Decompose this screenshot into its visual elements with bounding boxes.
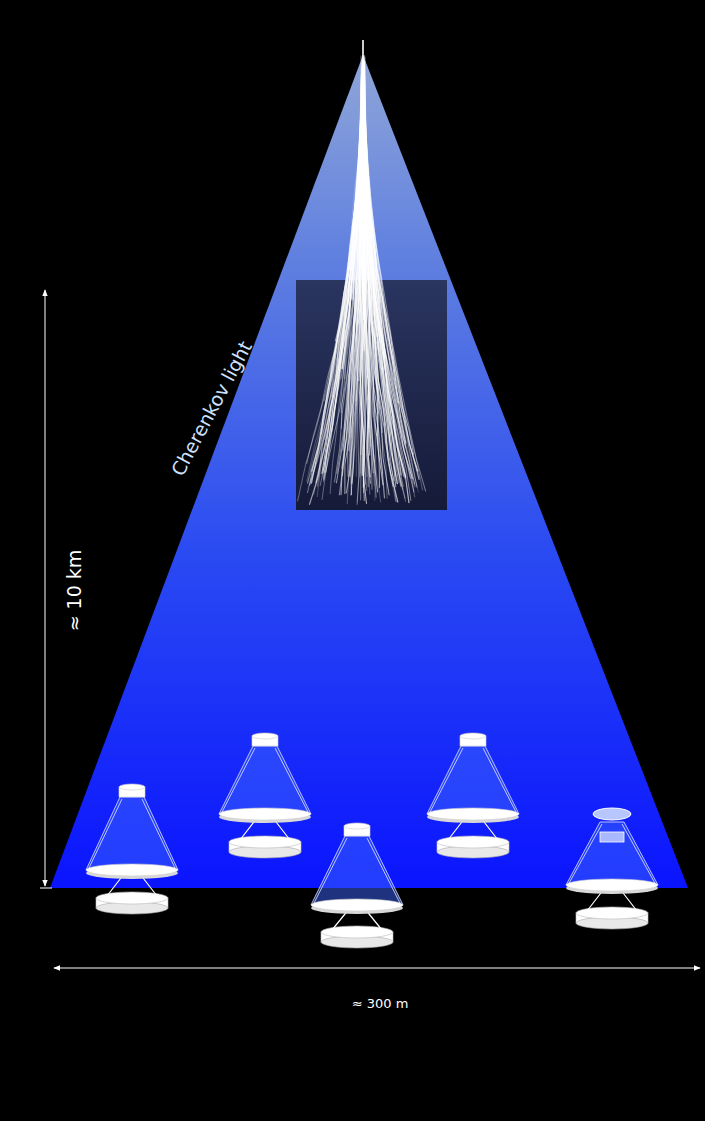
telescope <box>311 823 403 948</box>
camera <box>600 832 624 842</box>
light-cone <box>219 746 311 814</box>
particle-track <box>363 104 412 479</box>
mount-base <box>321 926 393 938</box>
particle-track <box>324 90 362 480</box>
telescope <box>427 733 519 858</box>
cherenkov-light-cone <box>50 55 688 888</box>
telescope <box>219 733 311 858</box>
light-cone <box>86 797 178 870</box>
camera-arm <box>88 799 176 870</box>
dish <box>311 899 403 911</box>
mount-base <box>229 836 301 848</box>
width-arrow <box>54 968 700 969</box>
height-arrow <box>45 290 46 886</box>
height-tick <box>40 888 52 889</box>
light-cone <box>566 822 658 885</box>
telescope <box>86 784 178 914</box>
camera <box>119 784 145 790</box>
particle-track <box>364 109 403 490</box>
particle-track <box>364 60 426 492</box>
camera <box>460 733 486 739</box>
particle-track <box>307 61 364 493</box>
particle-track <box>362 77 389 404</box>
mount-base <box>576 907 648 919</box>
camera <box>252 733 278 739</box>
telescope-array <box>86 733 658 948</box>
particle-track <box>363 71 396 502</box>
particle-track <box>342 68 364 369</box>
particle-track <box>307 82 363 482</box>
camera-arm <box>221 748 309 814</box>
dish <box>219 808 311 820</box>
mount-base <box>437 836 509 848</box>
dish <box>566 879 658 891</box>
camera <box>344 823 370 829</box>
particle-track <box>311 107 365 476</box>
dimension-label: ≈ 10 km <box>66 549 85 631</box>
particle-track <box>330 126 361 494</box>
particle-shower <box>298 40 426 505</box>
particle-track <box>363 106 405 478</box>
dimension-label: ≈ 300 m <box>348 997 413 1010</box>
shower-core <box>362 40 364 320</box>
particle-track <box>343 73 363 370</box>
camera-arm <box>568 824 656 885</box>
dish <box>86 864 178 876</box>
particle-track <box>311 55 363 483</box>
particle-track <box>332 85 364 432</box>
particle-track <box>320 94 364 486</box>
dish <box>427 808 519 820</box>
particle-track <box>364 97 420 478</box>
secondary-mirror <box>593 808 631 820</box>
particle-track <box>310 115 363 486</box>
particle-track <box>322 72 364 500</box>
particle-track <box>341 99 364 413</box>
light-cone <box>427 746 519 814</box>
camera-arm <box>313 838 401 905</box>
particle-track <box>336 121 364 483</box>
camera-arm <box>429 748 517 814</box>
mount-base <box>96 892 168 904</box>
telescope <box>566 808 658 929</box>
light-cone <box>311 836 403 905</box>
particle-track <box>364 100 393 434</box>
